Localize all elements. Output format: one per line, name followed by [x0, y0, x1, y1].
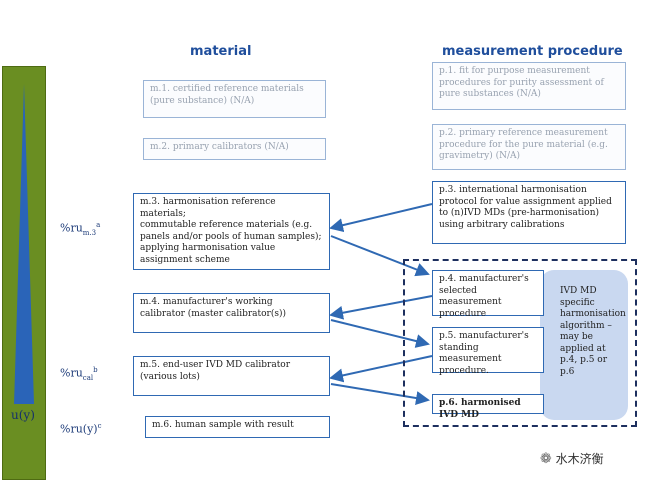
box-p6: p.6. harmonised IVD MD [432, 394, 544, 420]
arrow-p3-to-m3 [329, 203, 433, 233]
harmonisation-region [403, 259, 637, 427]
box-m2: m.2. primary calibrators (N/A) [143, 138, 326, 160]
box-m3: m.3. harmonisation reference materials;c… [133, 193, 330, 270]
arrow-m3-to-p4 [330, 235, 430, 277]
box-m5: m.5. end-user IVD MD calibrator(various … [133, 356, 330, 396]
arrow-p4-to-m4 [329, 295, 433, 320]
box-m1: m.1. certified reference materials(pure … [143, 80, 326, 118]
uncertainty-label-cal: %rucalb [60, 366, 98, 382]
arrow-p5-to-m5 [329, 355, 433, 383]
uncertainty-label-m3: %rum.3a [60, 221, 101, 237]
wechat-icon: ❁ [540, 451, 552, 467]
procedure-header: measurement procedure [442, 44, 623, 59]
watermark: ❁ 水木济衡 [540, 451, 604, 467]
bar-label: u(y) [11, 408, 35, 422]
uncertainty-label-y: %ru(y)c [60, 422, 102, 436]
arrow-m5-to-p6 [330, 383, 430, 405]
material-header: material [190, 44, 252, 59]
uncertainty-triangle [14, 84, 34, 404]
arrow-m4-to-p5 [330, 319, 430, 348]
box-m6: m.6. human sample with result [145, 416, 330, 438]
